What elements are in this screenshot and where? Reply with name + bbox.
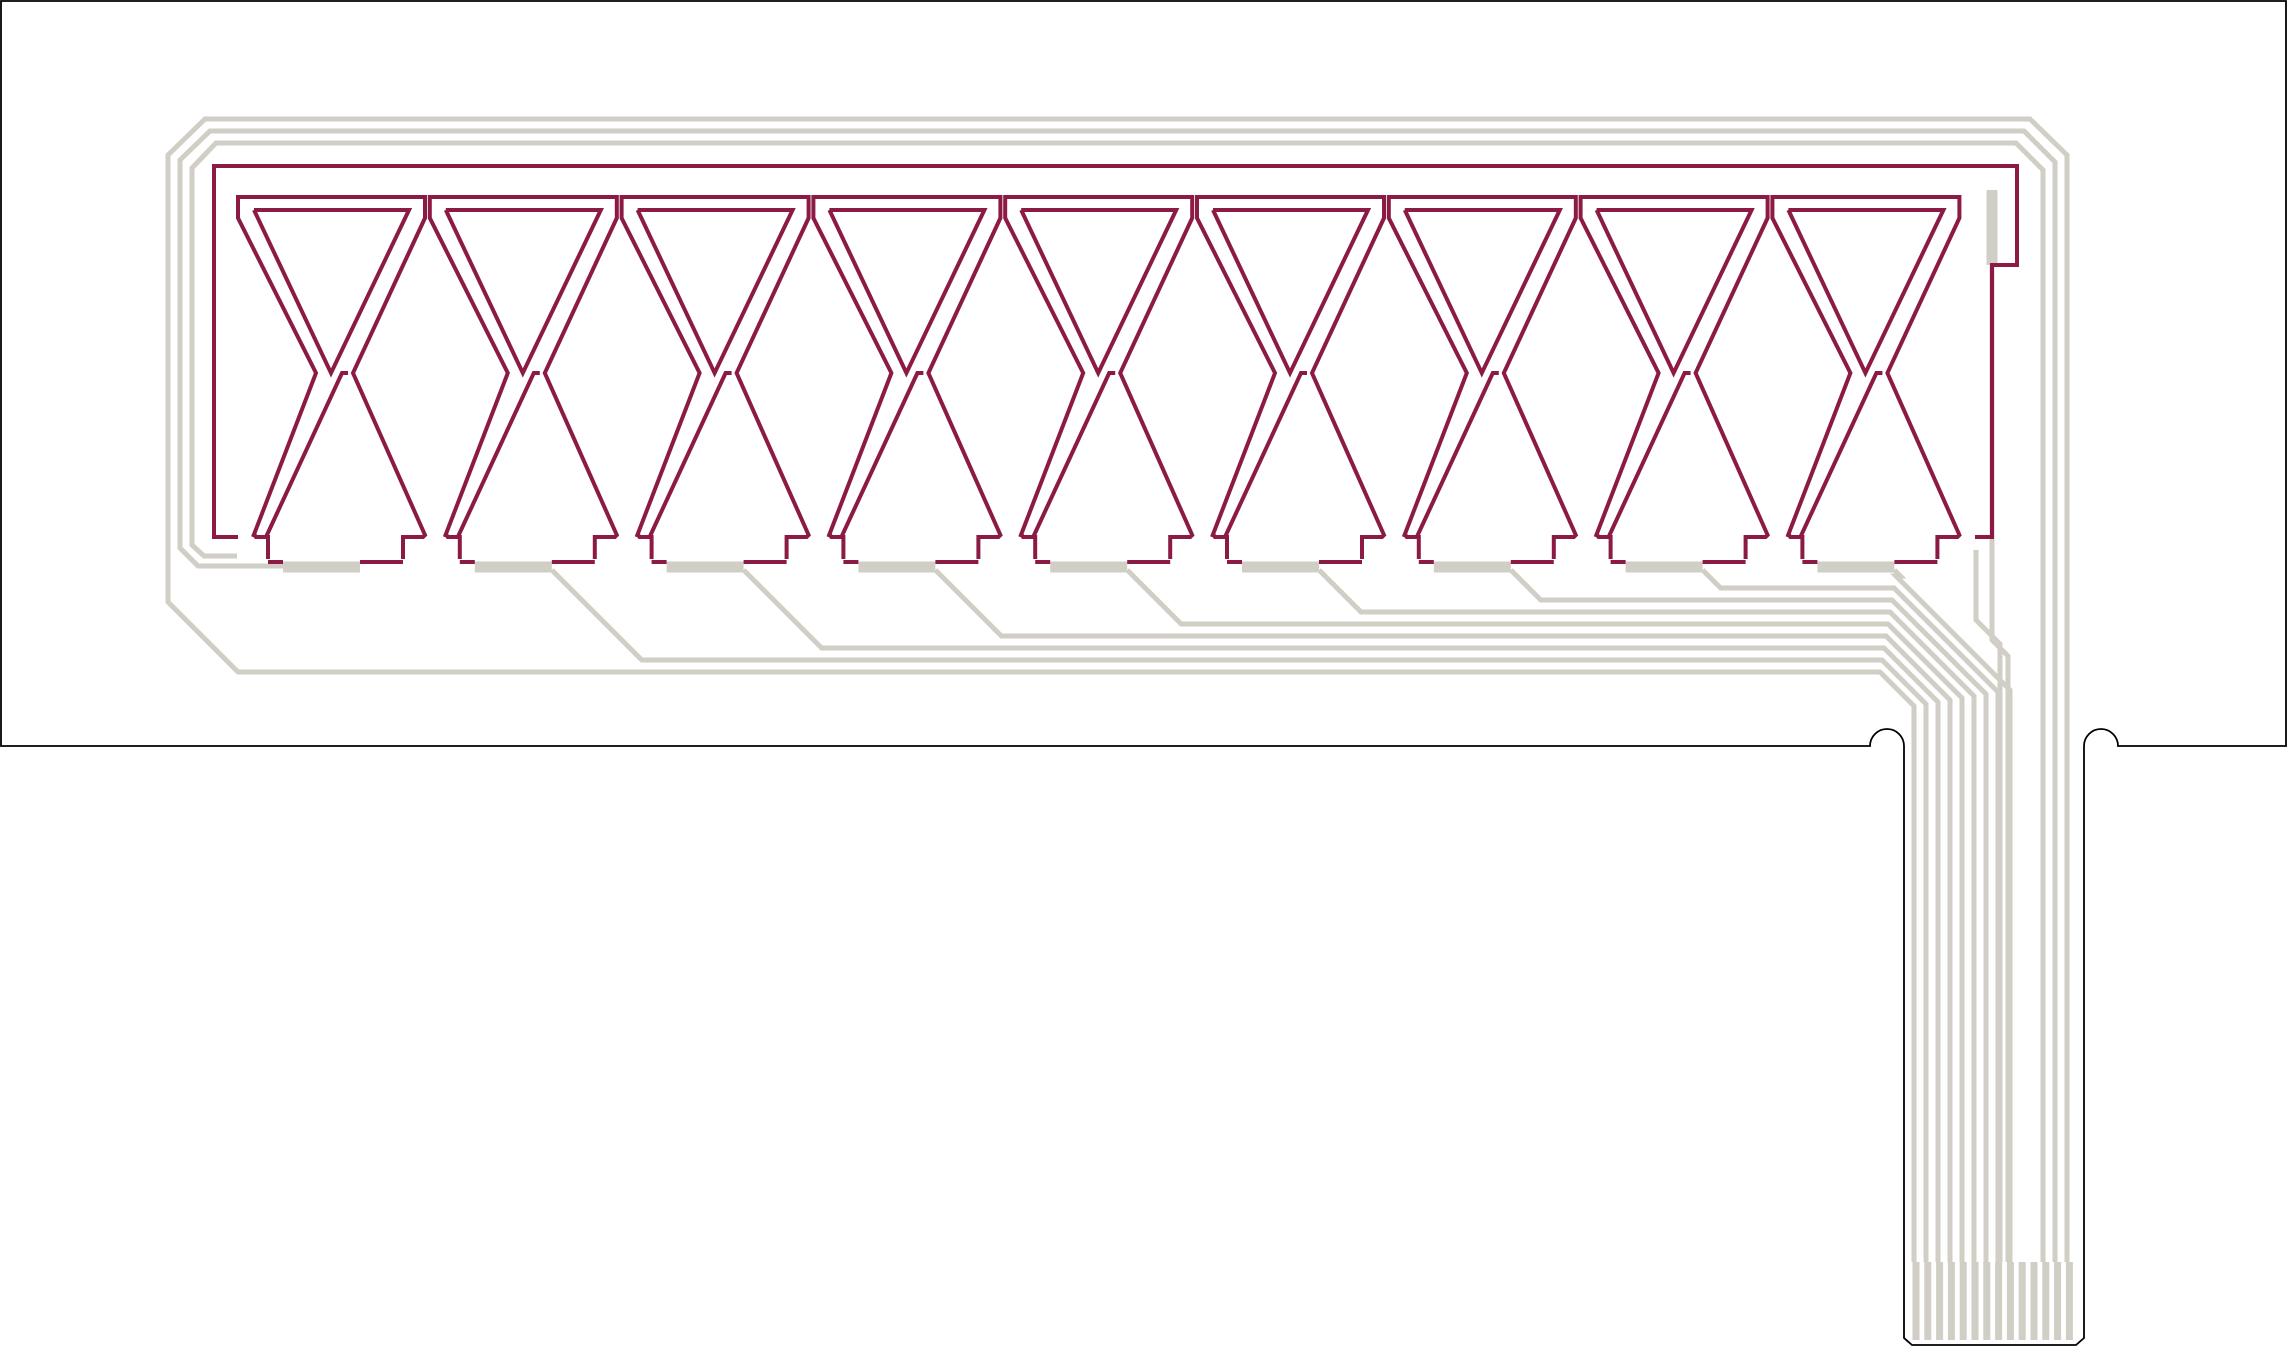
guard-trace-outer [165, 116, 2070, 1262]
electrode-stub-left [1019, 532, 1038, 559]
electrode-waist [647, 371, 732, 538]
electrode-stub-left [635, 532, 654, 559]
electrode-stub-left [827, 532, 846, 559]
electrode-outer [1195, 195, 1387, 559]
bus-trace [550, 568, 1929, 1262]
electrode-stub-left [1403, 532, 1421, 559]
electrode-inner-top [827, 208, 988, 378]
electrode-outer [619, 195, 811, 559]
electrode-stub-left [1786, 532, 1805, 559]
routing-traces [165, 116, 2070, 1262]
electrode-inner-top [1019, 208, 1180, 378]
guard-trace-middle [177, 128, 2058, 1262]
electrode-inner-top [1402, 208, 1563, 378]
electrode-waist [1414, 371, 1499, 538]
electrode-waist [264, 371, 348, 538]
frame-electrode [212, 164, 2019, 539]
bus-trace [933, 568, 1953, 1262]
electrode-inner-top [1594, 208, 1755, 378]
electrode-waist [1798, 371, 1883, 538]
bus-trace [1125, 568, 1965, 1262]
electrode-stub-left [252, 532, 270, 559]
electrode-outer [811, 195, 1003, 559]
electrode-inner-top [635, 208, 796, 378]
electrode-inner-top [1786, 208, 1947, 378]
bus-trace [1317, 568, 1977, 1262]
bus-trace [1509, 568, 1989, 1262]
electrode-waist [839, 371, 924, 538]
electrode-waist [1606, 371, 1691, 538]
connector-fingers [1912, 1262, 2073, 1340]
electrode-outer [236, 195, 428, 559]
electrode-stub-left [1594, 532, 1613, 559]
electrode-waist [455, 371, 540, 538]
bus-trace [741, 568, 1941, 1262]
sensor-electrodes [212, 164, 2019, 564]
electrode-outer [1386, 195, 1579, 559]
electrode-waist [1223, 371, 1307, 538]
electrode-inner-top [1211, 208, 1372, 378]
electrode-stub-left [444, 532, 462, 559]
guard-trace-inner [189, 140, 2046, 1262]
electrode-inner-top [252, 208, 413, 378]
electrode-waist [1031, 371, 1116, 538]
electrode-outer [1770, 195, 1962, 559]
electrode-inner-top [443, 208, 604, 378]
electrode-outer [427, 195, 620, 559]
electrode-outer [1578, 195, 1770, 559]
electrode-stub-left [1211, 532, 1229, 559]
electrode-outer [1003, 195, 1195, 559]
bus-trace-sense [1973, 550, 2003, 1262]
